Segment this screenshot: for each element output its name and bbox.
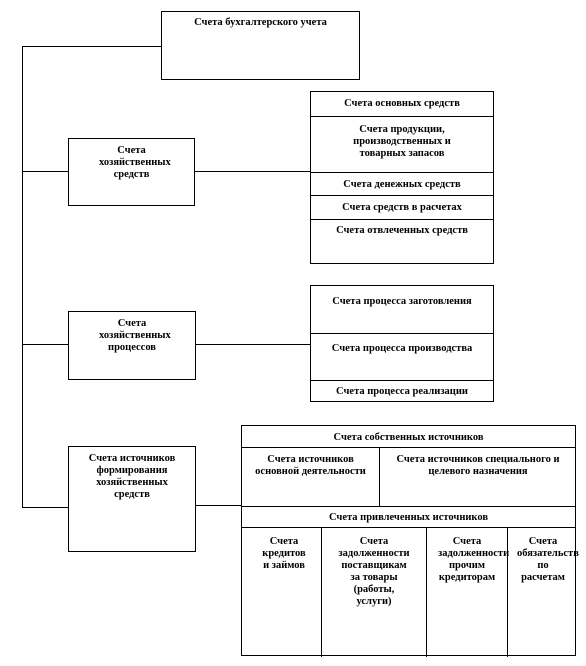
processes-list: Счета процесса заготовления Счета процес… — [310, 285, 494, 402]
processes-item-sales: Счета процесса реализации — [336, 386, 468, 397]
assets-divider-3 — [311, 195, 493, 196]
sources-to-table-connector — [196, 505, 241, 506]
assets-item-cash: Счета денежных средств — [343, 179, 461, 190]
sources-box: Счета источников формирования хозяйствен… — [68, 446, 196, 552]
root-title: Счета бухгалтерского учета — [194, 17, 327, 28]
own-title-divider — [242, 447, 575, 448]
borrowed-title-divider — [242, 527, 575, 528]
processes-connector — [22, 344, 68, 345]
processes-box: Счета хозяйственных процессов — [68, 311, 196, 380]
assets-item-fixed-assets: Счета основных средств — [344, 98, 460, 109]
processes-label: Счета хозяйственных процессов — [99, 318, 171, 353]
assets-item-diverted: Счета отвлеченных средств — [336, 225, 468, 236]
sources-table: Счета собственных источников Счета источ… — [241, 425, 579, 657]
sources-label: Счета источников формирования хозяйствен… — [88, 453, 176, 500]
root-box: Счета бухгалтерского учета — [161, 11, 360, 80]
processes-divider-2 — [311, 380, 493, 381]
assets-divider-2 — [311, 172, 493, 173]
assets-connector — [22, 171, 68, 172]
sources-connector — [22, 507, 68, 508]
processes-item-production: Счета процесса производства — [331, 343, 473, 354]
own-sources-main: Счета источников основной деятельности — [255, 454, 366, 477]
borrowed-col-divider-1 — [321, 527, 322, 657]
own-sources-title: Счета собственных источников — [333, 432, 484, 443]
assets-to-list-connector — [195, 171, 310, 172]
own-vertical-divider — [379, 447, 380, 506]
own-bottom-divider — [242, 506, 575, 507]
assets-item-inventory: Счета продукции, производственных и това… — [353, 124, 451, 159]
trunk-line — [22, 46, 23, 507]
root-connector — [22, 46, 161, 47]
assets-divider-1 — [311, 116, 493, 117]
assets-item-settlements: Счета средств в расчетах — [342, 202, 462, 213]
own-sources-special: Счета источников специального и целевого… — [396, 454, 560, 477]
assets-list: Счета основных средств Счета продукции, … — [310, 91, 494, 264]
assets-label: Счета хозяйственных средств — [99, 145, 171, 180]
borrowed-col-divider-3 — [507, 527, 508, 657]
processes-item-procurement: Счета процесса заготовления — [332, 296, 472, 307]
assets-box: Счета хозяйственных средств — [68, 138, 195, 206]
processes-to-list-connector — [196, 344, 310, 345]
borrowed-loans: Счета кредитов и займов — [262, 536, 306, 571]
borrowed-sources-title: Счета привлеченных источников — [328, 512, 488, 523]
assets-divider-4 — [311, 219, 493, 220]
borrowed-suppliers: Счета задолженности поставщикам за товар… — [338, 536, 410, 607]
borrowed-obligations: Счета обязательств по расчетам — [517, 536, 579, 583]
borrowed-other-creditors: Счета задолженности прочим кредиторам — [438, 536, 510, 583]
processes-divider-1 — [311, 333, 493, 334]
borrowed-col-divider-2 — [426, 527, 427, 657]
